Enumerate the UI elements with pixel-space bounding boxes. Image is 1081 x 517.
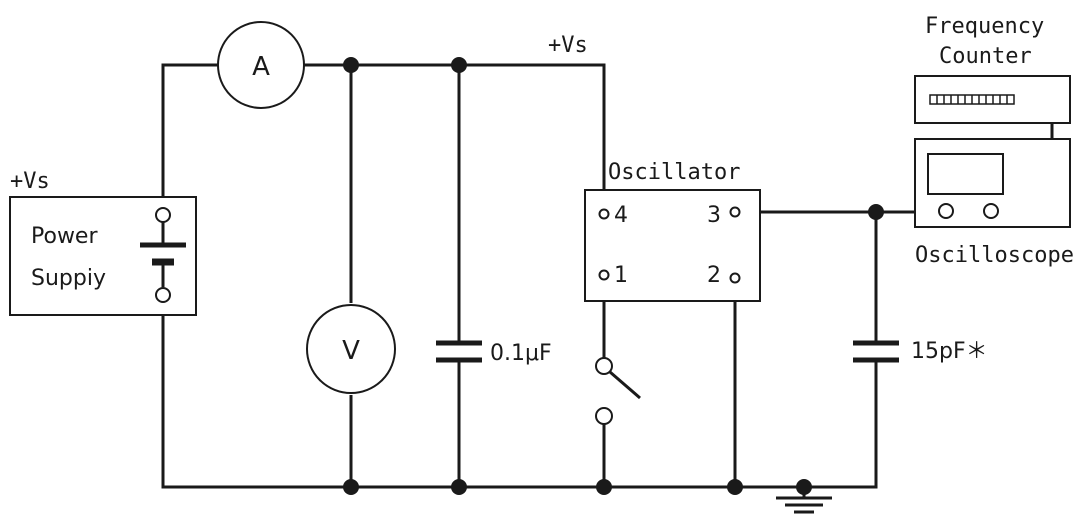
- ground-icon: [776, 496, 832, 514]
- oscillator-pin3-terminal: [729, 206, 741, 218]
- switch-contact-bottom: [595, 407, 613, 425]
- ground-lines: [776, 496, 832, 514]
- frequency-counter-label-line2: Counter: [939, 44, 1032, 69]
- ammeter-circle: [217, 21, 305, 109]
- frequency-counter: Frequency Counter: [914, 14, 1071, 139]
- oscilloscope: Oscilloscope: [914, 138, 1074, 268]
- capacitor-plates: [436, 340, 482, 363]
- oscillator-pin4-label: 4: [614, 203, 628, 228]
- supply-voltage-label: +Vs: [10, 169, 50, 194]
- wires: [161, 63, 915, 498]
- frequency-counter-digits: [936, 95, 1008, 104]
- capacitor-0-1uf: 0.1μF: [436, 340, 552, 366]
- junction-dot: [343, 57, 359, 73]
- ammeter: A: [217, 21, 305, 109]
- junction-dot: [868, 204, 884, 220]
- junctions: [343, 57, 884, 495]
- junction-dot: [451, 479, 467, 495]
- capacitor-label: 0.1μF: [490, 341, 552, 366]
- oscillator-pin4-terminal: [598, 208, 610, 220]
- junction-dot: [343, 479, 359, 495]
- oscillator-title: Oscillator: [608, 160, 740, 185]
- enable-switch: [595, 357, 641, 425]
- oscillator: Oscillator 4 3 1 2: [584, 160, 761, 302]
- oscillator-pin1-label: 1: [614, 263, 628, 288]
- oscilloscope-knob-left: [938, 203, 954, 219]
- ammeter-label: A: [252, 52, 270, 82]
- oscilloscope-knob-right: [983, 203, 999, 219]
- top-wire-left: [161, 63, 218, 197]
- power-supply-label-line1: Power: [31, 224, 98, 249]
- junction-dot: [451, 57, 467, 73]
- voltmeter: V: [306, 304, 396, 394]
- load-capacitor-plates: [853, 340, 899, 363]
- junction-dot: [796, 479, 812, 495]
- junction-dot: [727, 479, 743, 495]
- junction-dot: [596, 479, 612, 495]
- oscillator-pin3-label: 3: [707, 203, 721, 228]
- voltmeter-label: V: [342, 336, 360, 366]
- bottom-wire: [161, 315, 878, 489]
- switch-lever: [609, 370, 641, 400]
- top-wire-right: [304, 63, 606, 210]
- oscillator-pin2-terminal: [729, 272, 741, 284]
- oscilloscope-screen: [927, 153, 1004, 195]
- power-terminal-positive: [155, 207, 171, 223]
- frequency-counter-label-line1: Frequency: [925, 14, 1044, 39]
- load-capacitor: 15pF＊: [853, 339, 988, 364]
- oscilloscope-label: Oscilloscope: [915, 243, 1074, 268]
- top-rail-voltage-label: +Vs: [548, 33, 588, 58]
- power-supply-label-line2: Suppiy: [31, 266, 106, 291]
- oscillator-pin1-terminal: [598, 269, 610, 281]
- oscillator-pin2-label: 2: [707, 263, 721, 288]
- switch-contact-top: [595, 357, 613, 375]
- power-supply: Power Suppiy: [9, 196, 197, 316]
- power-terminal-negative: [155, 287, 171, 303]
- voltmeter-circle: [306, 304, 396, 394]
- load-capacitor-label: 15pF＊: [911, 339, 988, 364]
